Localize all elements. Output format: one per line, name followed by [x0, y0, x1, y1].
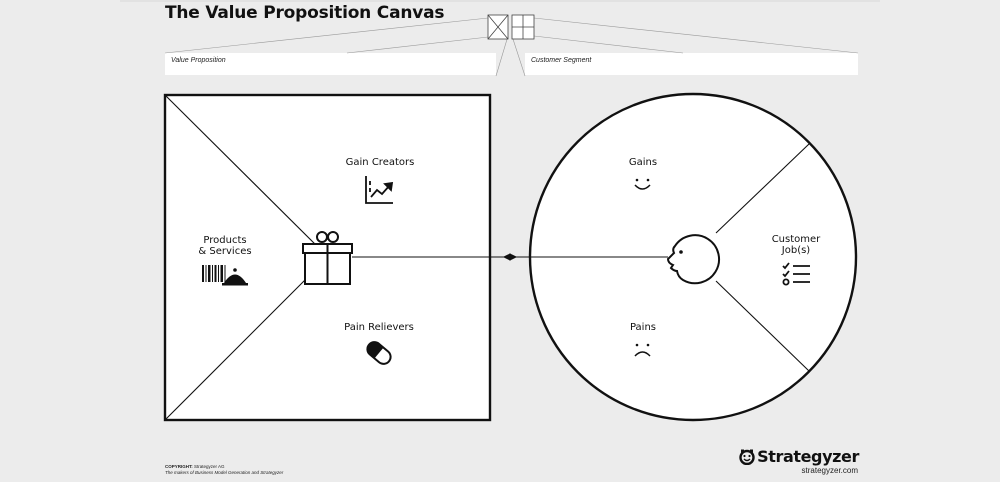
copyright-owner: Strategyzer AG: [194, 464, 225, 469]
checklist-icon: [782, 262, 810, 286]
makers-note: The makers of Business Model Generation …: [165, 470, 284, 475]
gain-creators-label: Gain Creators: [345, 157, 415, 168]
barcode-icon: [202, 265, 226, 282]
gain-creators-chart-icon: [365, 176, 394, 204]
page-title: The Value Proposition Canvas: [165, 3, 445, 23]
strategyzer-logo-icon: [739, 449, 755, 465]
strategyzer-logo[interactable]: Strategyzer: [739, 447, 859, 466]
pill-icon: [366, 341, 392, 365]
jobs-label-line2: Job(s): [781, 245, 811, 256]
products-label-line1: Products: [203, 235, 247, 246]
copyright-label: COPYRIGHT:: [165, 464, 193, 469]
smile-icon: [634, 178, 651, 190]
customer-face-icon: [666, 234, 720, 285]
brand-name: Strategyzer: [757, 447, 859, 466]
customer-jobs-label: Customer Job(s): [761, 234, 831, 256]
jobs-label-line1: Customer: [771, 234, 821, 245]
frown-icon: [634, 343, 651, 357]
pains-label: Pains: [629, 322, 657, 333]
cloche-icon: [222, 268, 248, 286]
gift-icon: [302, 231, 353, 285]
value-proposition-label: Value Proposition: [171, 57, 226, 64]
top-divider: [120, 0, 880, 2]
products-label-line2: & Services: [198, 246, 252, 257]
customer-segment-label: Customer Segment: [531, 57, 592, 64]
canvas-thumbnail-icon: [487, 14, 535, 40]
copyright-note: COPYRIGHT: Strategyzer AG The makers of …: [165, 464, 283, 476]
gains-label: Gains: [628, 157, 658, 168]
products-services-label: Products & Services: [190, 235, 260, 257]
customer-segment-field[interactable]: Customer Segment: [525, 53, 858, 75]
pain-relievers-label: Pain Relievers: [344, 322, 414, 333]
value-proposition-field[interactable]: Value Proposition: [165, 53, 496, 75]
thumbnail-guides: [164, 17, 859, 77]
brand-url-link[interactable]: strategyzer.com: [801, 466, 858, 475]
